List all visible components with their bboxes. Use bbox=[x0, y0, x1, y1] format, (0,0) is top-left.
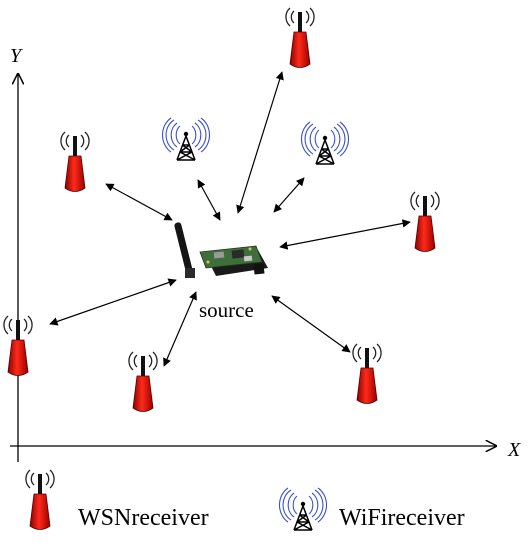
wsn-receivers bbox=[3, 7, 440, 413]
y-axis-label: Y bbox=[10, 45, 23, 67]
links bbox=[49, 71, 411, 367]
legend-wifi-label: WiFireceiver bbox=[339, 505, 465, 531]
wsn-receiver-icon bbox=[285, 7, 315, 69]
x-axis-label: X bbox=[507, 439, 521, 461]
wifi-receiver-icon bbox=[300, 121, 350, 165]
axes: Y X bbox=[10, 45, 521, 462]
wsn-receiver-icon bbox=[3, 315, 33, 377]
wsn-receiver-icon bbox=[60, 131, 90, 193]
link-wsn-upper-left bbox=[105, 183, 173, 221]
link-wsn-bottom-left bbox=[163, 291, 197, 367]
wsn-receiver-icon bbox=[410, 191, 440, 253]
source-node: source bbox=[174, 222, 268, 322]
wifi-receiver-icon bbox=[161, 117, 211, 161]
legend-wsn-label: WSNreceiver bbox=[78, 505, 209, 531]
link-wsn-left bbox=[49, 278, 177, 326]
source-label: source bbox=[199, 298, 254, 322]
link-wifi-right bbox=[273, 177, 305, 213]
link-wsn-top bbox=[236, 71, 284, 214]
wsn-receiver-icon bbox=[128, 351, 158, 413]
link-wsn-bottom-right bbox=[271, 295, 351, 353]
link-wifi-left bbox=[197, 179, 221, 221]
wireless-sensor-board-icon bbox=[174, 222, 268, 278]
link-wsn-right bbox=[279, 219, 411, 250]
wsn-receiver-legend-icon bbox=[25, 469, 55, 531]
wsn-receiver-icon bbox=[352, 343, 382, 405]
wifi-receiver-legend-icon bbox=[278, 487, 328, 531]
legend: WSNreceiver WiFireceiver bbox=[25, 469, 465, 531]
